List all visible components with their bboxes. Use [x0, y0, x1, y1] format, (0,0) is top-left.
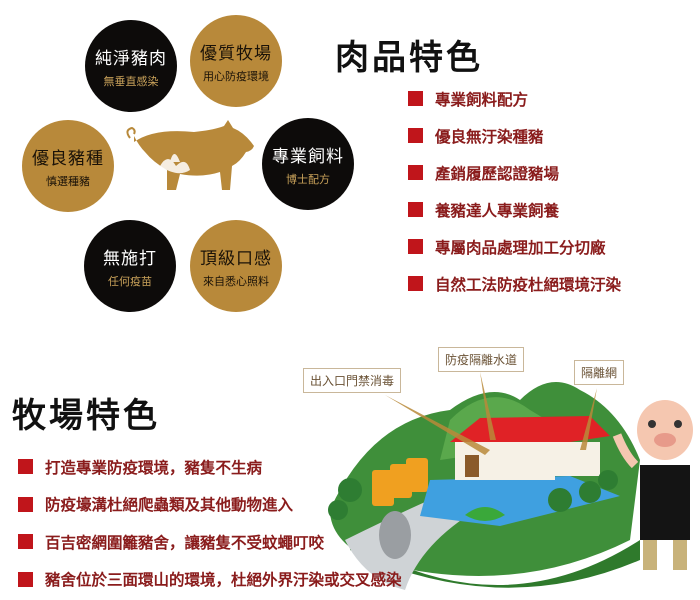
circle-sub: 來自悉心照料 [203, 274, 269, 288]
bullet-icon [18, 534, 33, 550]
feature-text: 百吉密網圍籬豬舍，讓豬隻不受蚊蠅叮咬 [45, 533, 325, 552]
list-item: 產銷履歷認證豬場 [408, 154, 621, 191]
feature-text: 專業飼料配方 [435, 90, 529, 109]
circle-main: 專業飼料 [272, 146, 344, 167]
circle-fine-breed: 優良豬種 慎選種豬 [22, 120, 114, 212]
circle-sub: 用心防疫環境 [203, 69, 269, 83]
callout-entrance-disinfection: 出入口門禁消毒 [303, 368, 402, 393]
list-item: 自然工法防疫杜絕環境汙染 [408, 265, 621, 302]
list-item: 養豬達人專業飼養 [408, 191, 621, 228]
callout-quarantine-waterway: 防疫隔離水道 [438, 347, 525, 372]
list-item: 防疫壕溝杜絕爬蟲類及其他動物進入 [18, 486, 402, 524]
list-item: 專業飼料配方 [408, 80, 621, 117]
bullet-icon [408, 128, 423, 143]
circle-sub: 任何疫苗 [108, 274, 152, 288]
circle-pure-pork: 純淨豬肉 無垂直感染 [85, 20, 177, 112]
circle-main: 優良豬種 [32, 148, 104, 169]
bullet-icon [408, 276, 423, 291]
list-item: 百吉密網圍籬豬舍，讓豬隻不受蚊蠅叮咬 [18, 523, 402, 561]
feature-text: 防疫壕溝杜絕爬蟲類及其他動物進入 [45, 496, 294, 515]
bullet-icon [408, 202, 423, 217]
bullet-icon [18, 496, 33, 512]
circle-quality-farm: 優質牧場 用心防疫環境 [190, 15, 282, 107]
bullet-icon [18, 571, 33, 587]
feature-text: 豬舍位於三面環山的環境，杜絕外界汙染或交叉感染 [45, 571, 402, 590]
circle-sub: 慎選種豬 [46, 174, 90, 188]
feature-text: 自然工法防疫杜絕環境汙染 [435, 275, 622, 294]
meat-feature-list: 專業飼料配方 優良無汙染種豬 產銷履歷認證豬場 養豬達人專業飼養 專屬肉品處理加… [408, 80, 621, 302]
bullet-icon [408, 239, 423, 254]
meat-section-title: 肉品特色 [335, 38, 483, 78]
farm-feature-list: 打造專業防疫環境，豬隻不生病 防疫壕溝杜絕爬蟲類及其他動物進入 百吉密網圍籬豬舍… [18, 448, 402, 598]
feature-text: 專屬肉品處理加工分切廠 [435, 238, 606, 257]
circle-no-vaccine: 無施打 任何疫苗 [84, 220, 176, 312]
bullet-icon [18, 459, 33, 475]
circle-main: 純淨豬肉 [95, 48, 167, 69]
feature-text: 打造專業防疫環境，豬隻不生病 [45, 458, 263, 477]
farm-illustration [328, 372, 693, 590]
list-item: 優良無汙染種豬 [408, 117, 621, 154]
list-item: 打造專業防疫環境，豬隻不生病 [18, 448, 402, 486]
feature-text: 產銷履歷認證豬場 [435, 164, 560, 183]
circle-pro-feed: 專業飼料 博士配方 [262, 118, 354, 210]
list-item: 豬舍位於三面環山的環境，杜絕外界汙染或交叉感染 [18, 561, 402, 599]
circle-main: 頂級口感 [200, 248, 272, 269]
circle-main: 無施打 [103, 248, 157, 269]
farm-section-title: 牧場特色 [12, 396, 160, 436]
list-item: 專屬肉品處理加工分切廠 [408, 228, 621, 265]
callout-isolation-net: 隔離網 [574, 360, 625, 385]
bullet-icon [408, 91, 423, 106]
feature-text: 優良無汙染種豬 [435, 127, 544, 146]
circle-top-taste: 頂級口感 來自悉心照料 [190, 220, 282, 312]
circle-main: 優質牧場 [200, 43, 272, 64]
pig-silhouette-icon [126, 120, 254, 190]
circle-sub: 博士配方 [286, 172, 330, 186]
bullet-icon [408, 165, 423, 180]
circle-sub: 無垂直感染 [103, 74, 159, 88]
feature-text: 養豬達人專業飼養 [435, 201, 560, 220]
